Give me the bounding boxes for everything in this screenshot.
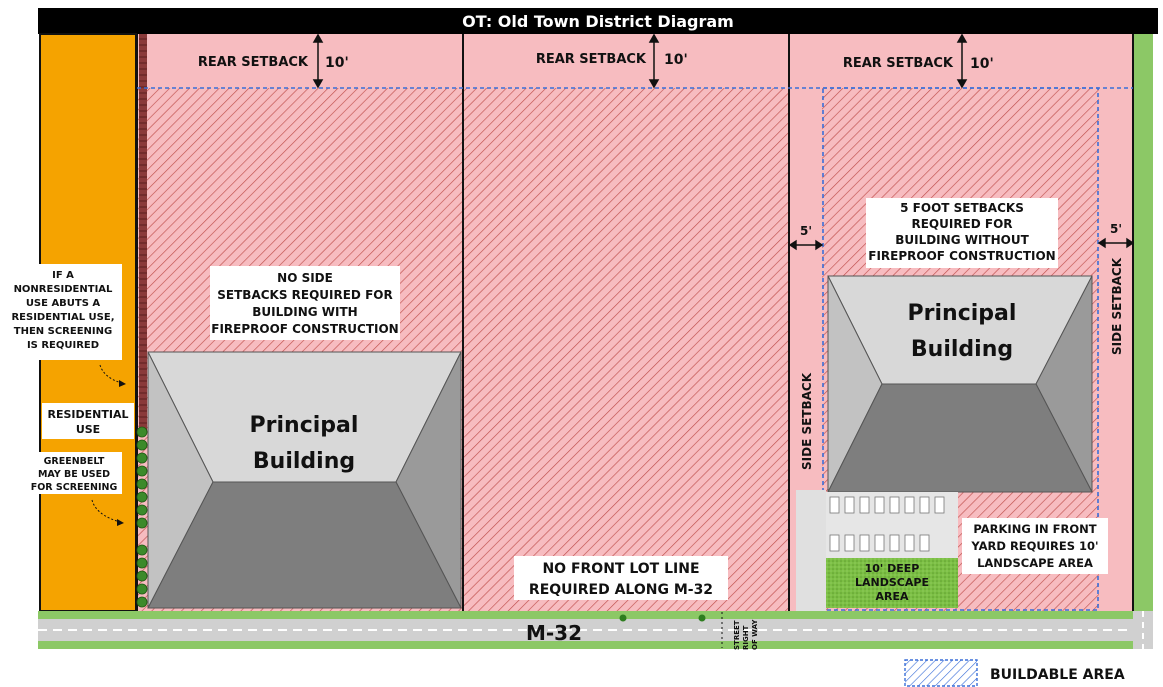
svg-text:REQUIRED FOR: REQUIRED FOR — [911, 217, 1012, 231]
svg-text:SETBACKS REQUIRED FOR: SETBACKS REQUIRED FOR — [217, 288, 392, 302]
svg-text:GREENBELT: GREENBELT — [44, 456, 105, 467]
svg-text:NONRESIDENTIAL: NONRESIDENTIAL — [14, 284, 113, 295]
svg-text:USE: USE — [76, 423, 100, 436]
svg-text:IF A: IF A — [52, 270, 74, 281]
svg-text:IS REQUIRED: IS REQUIRED — [27, 340, 99, 351]
svg-text:PARKING IN FRONT: PARKING IN FRONT — [973, 522, 1096, 536]
legend-label: BUILDABLE AREA — [990, 667, 1125, 683]
rear-setback-label-2: REAR SETBACK — [536, 52, 647, 67]
svg-text:MAY BE USED: MAY BE USED — [38, 469, 110, 480]
note-screening: IF A NONRESIDENTIAL USE ABUTS A RESIDENT… — [4, 264, 122, 360]
greenbelt-shrubs — [136, 426, 148, 608]
right-grass-strip — [1133, 34, 1153, 642]
svg-text:FIREPROOF CONSTRUCTION: FIREPROOF CONSTRUCTION — [868, 249, 1055, 263]
note-greenbelt: GREENBELT MAY BE USED FOR SCREENING — [26, 452, 122, 494]
road-trees — [619, 614, 706, 622]
side-setback-label-right: SIDE SETBACK — [1110, 257, 1124, 355]
svg-text:5 FOOT SETBACKS: 5 FOOT SETBACKS — [900, 201, 1024, 215]
legend-buildable-area: BUILDABLE AREA — [904, 659, 1125, 687]
note-no-front-lot-line: NO FRONT LOT LINE REQUIRED ALONG M-32 — [514, 556, 728, 600]
note-no-side-setbacks: NO SIDE SETBACKS REQUIRED FOR BUILDING W… — [210, 266, 400, 340]
screening-wall — [139, 34, 147, 434]
rear-setback-label-3: REAR SETBACK — [843, 56, 954, 71]
rear-setback-arrows — [312, 33, 968, 89]
note-residential-use: RESIDENTIAL USE — [42, 403, 134, 439]
svg-text:RESIDENTIAL: RESIDENTIAL — [48, 408, 129, 421]
rear-setback-band — [137, 34, 1133, 88]
svg-text:LANDSCAPE AREA: LANDSCAPE AREA — [977, 556, 1093, 570]
landscape-area — [826, 558, 958, 608]
landscape-line1: 10' DEEP — [865, 562, 920, 575]
grass-strip-top — [38, 611, 1153, 619]
principal-building-1 — [147, 351, 462, 609]
buildable-lot3 — [822, 87, 1099, 611]
svg-text:RIGHT: RIGHT — [742, 625, 750, 650]
five-foot-value-right: 5' — [1110, 222, 1122, 236]
landscape-line3: AREA — [875, 590, 908, 603]
rear-setback-value-2: 10' — [664, 52, 688, 68]
svg-text:OF WAY: OF WAY — [751, 619, 759, 650]
note-five-foot-setbacks: 5 FOOT SETBACKS REQUIRED FOR BUILDING WI… — [866, 198, 1058, 268]
landscape-line2: LANDSCAPE — [855, 576, 929, 589]
svg-text:BUILDING WITH: BUILDING WITH — [252, 305, 357, 319]
right-of-way-label: STREET RIGHT OF WAY — [733, 619, 759, 650]
rear-setback-value-1: 10' — [325, 55, 349, 71]
svg-text:BUILDING WITHOUT: BUILDING WITHOUT — [895, 233, 1029, 247]
diagram-title: OT: Old Town District Diagram — [462, 12, 734, 31]
five-foot-arrows — [788, 237, 1135, 251]
rear-setback-value-3: 10' — [970, 56, 994, 72]
svg-text:YARD REQUIRES 10': YARD REQUIRES 10' — [970, 539, 1098, 553]
building-1-line2: Building — [253, 449, 355, 474]
svg-text:THEN SCREENING: THEN SCREENING — [14, 326, 112, 337]
road-name: M-32 — [526, 621, 582, 645]
title-bar — [38, 8, 1158, 34]
grass-strip-bottom — [38, 641, 1153, 649]
svg-text:NO FRONT LOT LINE: NO FRONT LOT LINE — [542, 561, 699, 577]
building-2-line1: Principal — [908, 301, 1017, 326]
svg-text:USE ABUTS A: USE ABUTS A — [26, 298, 101, 309]
svg-text:FOR SCREENING: FOR SCREENING — [31, 482, 118, 493]
five-foot-value-left: 5' — [800, 224, 812, 238]
svg-text:NO SIDE: NO SIDE — [277, 271, 333, 285]
note-parking: PARKING IN FRONT YARD REQUIRES 10' LANDS… — [962, 518, 1108, 574]
svg-text:REQUIRED ALONG M-32: REQUIRED ALONG M-32 — [529, 582, 713, 598]
parked-cars — [829, 496, 945, 552]
building-1-line1: Principal — [250, 413, 359, 438]
note-arrowheads — [117, 380, 126, 526]
note-arrows — [91, 364, 123, 523]
svg-text:FIREPROOF CONSTRUCTION: FIREPROOF CONSTRUCTION — [211, 322, 398, 336]
principal-building-2 — [827, 275, 1093, 493]
svg-text:RESIDENTIAL USE,: RESIDENTIAL USE, — [11, 312, 114, 323]
building-2-line2: Building — [911, 337, 1013, 362]
svg-text:STREET: STREET — [733, 620, 741, 650]
driveway — [796, 490, 826, 620]
side-setback-label-left: SIDE SETBACK — [800, 372, 814, 470]
rear-setback-label-1: REAR SETBACK — [198, 55, 309, 70]
